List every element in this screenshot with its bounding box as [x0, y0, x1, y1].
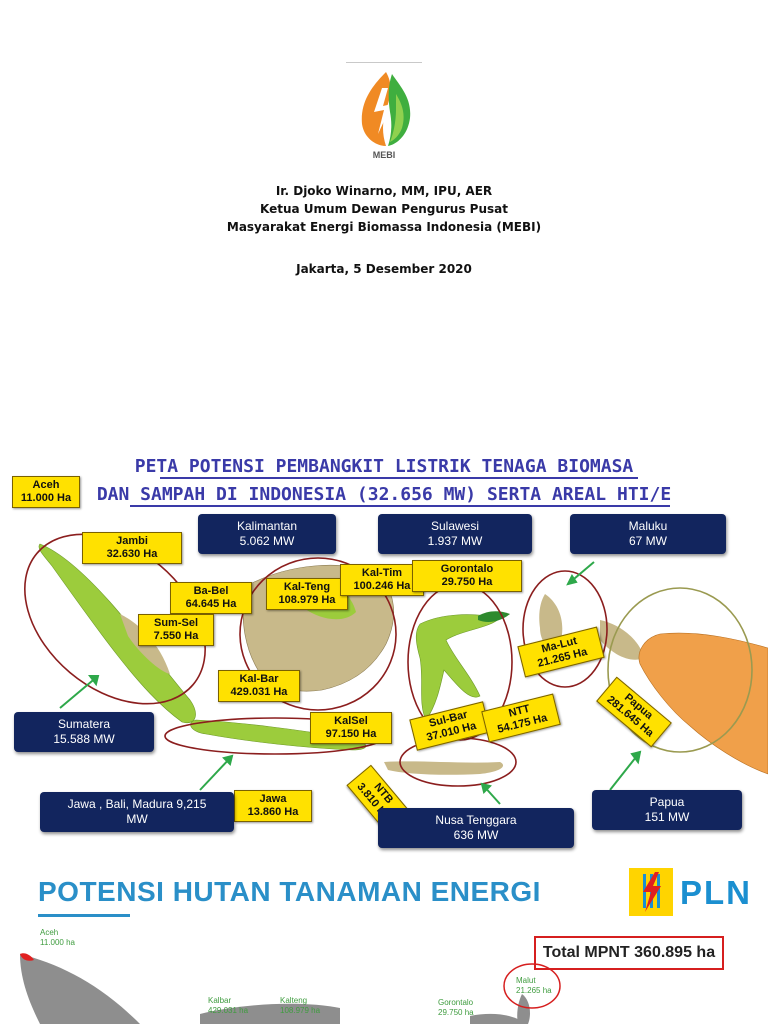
author-position: Ketua Umum Dewan Pengurus Pusat [260, 202, 508, 216]
date-line: Jakarta, 5 Desember 2020 [296, 262, 472, 276]
title-underline [38, 914, 130, 917]
title-underline [130, 505, 670, 507]
maluku-land [539, 594, 563, 649]
logo-text: MEBI [373, 150, 396, 160]
total-mpnt-box: Total MPNT 360.895 ha [534, 936, 724, 970]
pln-logo [629, 868, 673, 916]
biomass-map-slide: PETA POTENSI PEMBANGKIT LISTRIK TENAGA B… [0, 444, 768, 864]
title-underline [160, 477, 638, 479]
kalimantan-circle [239, 557, 397, 711]
header-divider [346, 62, 422, 63]
nusa-tenggara-land [384, 761, 504, 775]
pln-map [20, 953, 561, 1024]
author-name: Ir. Djoko Winarno, MM, IPU, AER [275, 184, 493, 198]
organization-name: Masyarakat Energi Biomassa Indonesia (ME… [226, 220, 542, 234]
sumatera-land [38, 543, 196, 724]
lightning-icon [643, 872, 661, 912]
slide-title: POTENSI HUTAN TANAMAN ENERGI [38, 876, 541, 907]
pln-energy-forest-slide: POTENSI HUTAN TANAMAN ENERGI PLN Total M… [0, 864, 768, 1024]
pln-brand-text: PLN [680, 874, 752, 911]
malut-circle [503, 963, 561, 1009]
sumatera-circle [24, 533, 206, 705]
papua-circle [607, 587, 753, 753]
sulawesi-land [415, 614, 501, 721]
map-title-line2: DAN SAMPAH DI INDONESIA (32.656 MW) SERT… [96, 484, 672, 505]
maluku-circle [522, 570, 608, 688]
region-arrows [59, 561, 642, 805]
indonesia-map [24, 533, 768, 805]
maluku-south-land [600, 620, 644, 660]
kalimantan-grey [200, 1003, 340, 1024]
map-title-line1: PETA POTENSI PEMBANGKIT LISTRIK TENAGA B… [134, 456, 634, 477]
sulawesi-grey [470, 1013, 520, 1024]
gorontalo-highlight [478, 611, 510, 622]
aceh-highlight [20, 953, 34, 961]
papua-land [638, 632, 768, 775]
mebi-logo: MEBI [361, 72, 411, 160]
sumatera-grey [20, 954, 140, 1024]
maluku-grey [517, 994, 530, 1024]
